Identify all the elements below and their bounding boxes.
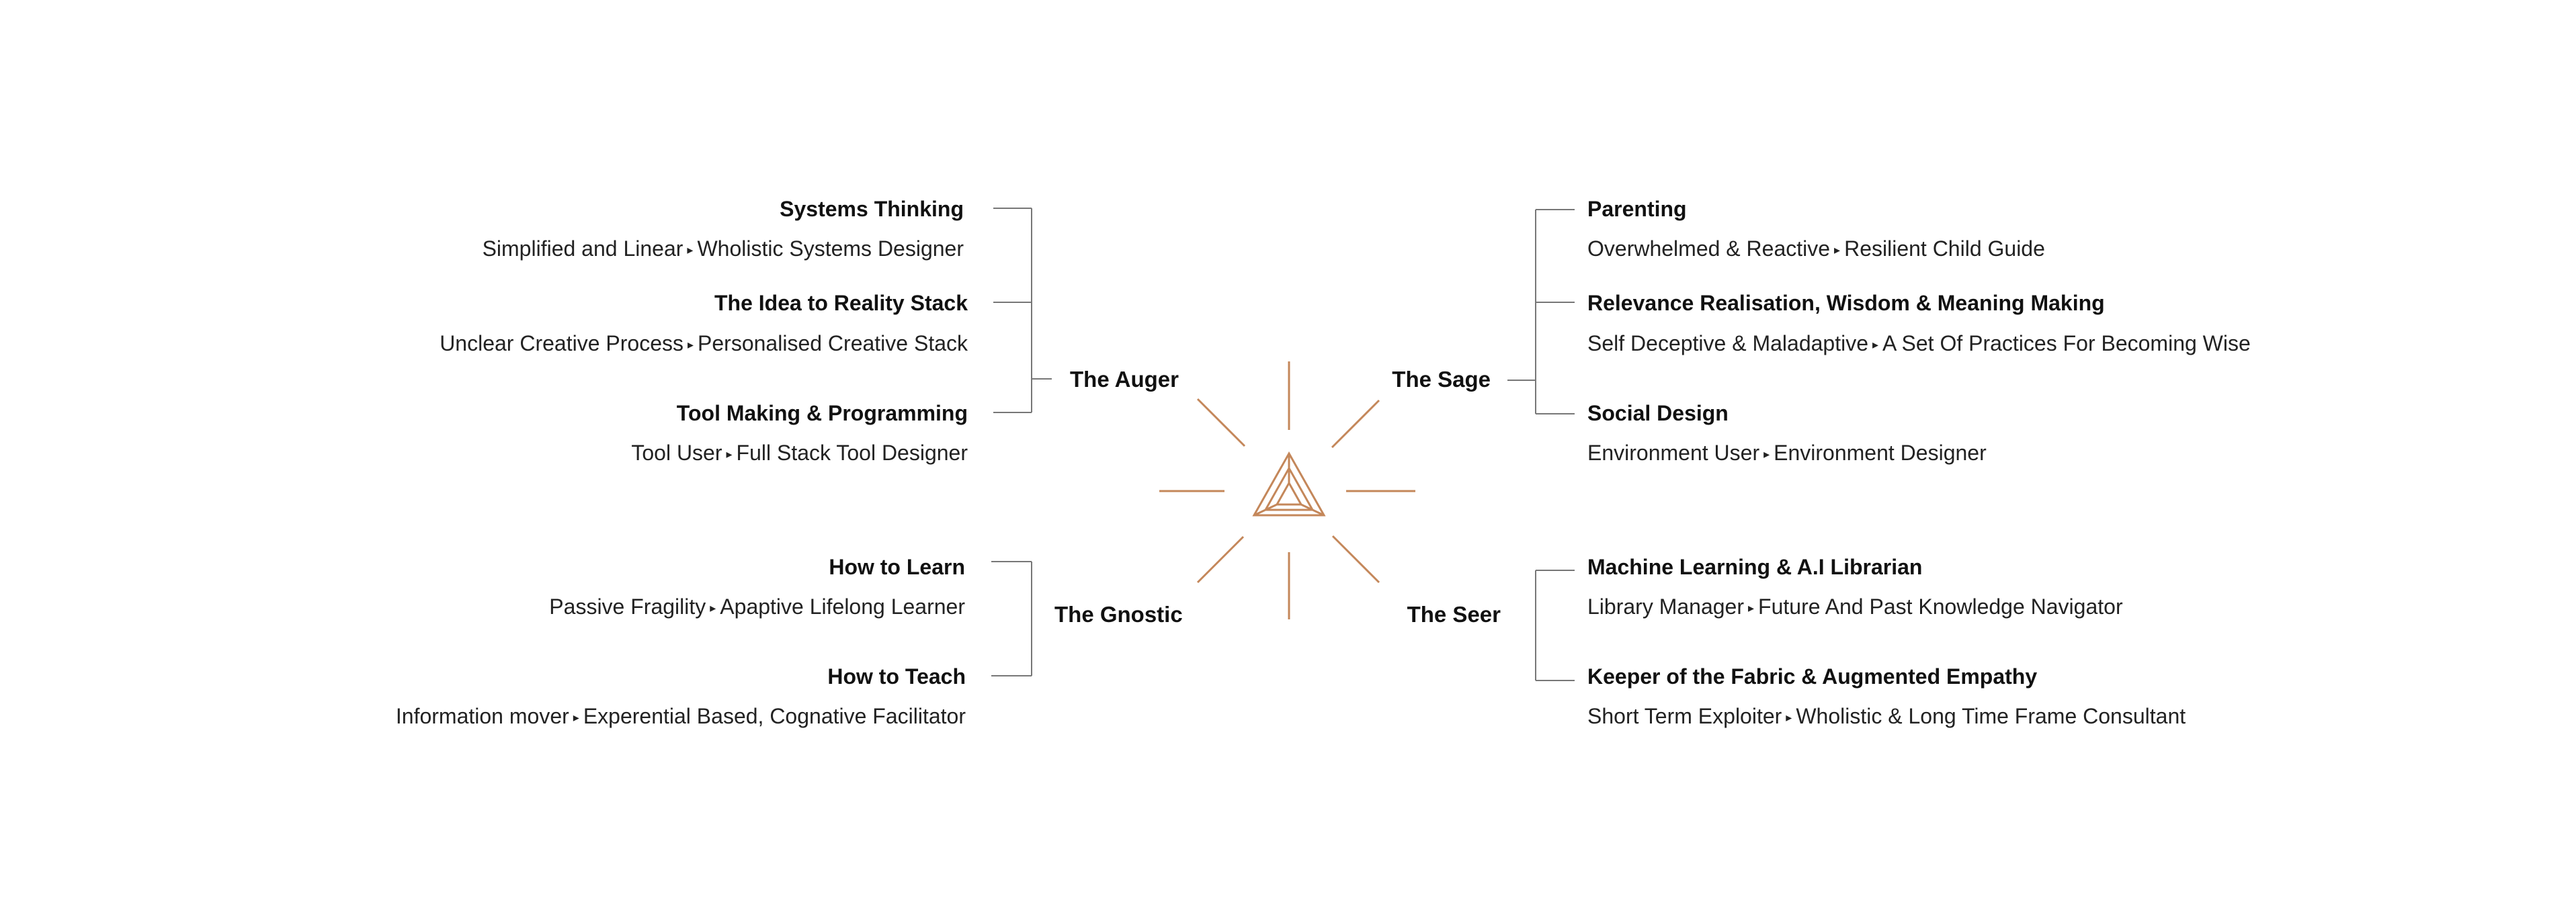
topic-title: Tool Making & Programming [676,401,968,425]
transition-to: Experential Based, Cognative Facilitator [583,704,966,728]
gnostic-bracket [991,561,1032,676]
topic-transition: Short Term Exploiter ▸ Wholistic & Long Ti… [1587,705,2186,727]
topic-title: How to Learn [829,555,965,579]
topic-transition: Information mover ▸ Experential Based, Cog… [396,705,966,727]
arrow-right-icon: ▸ [710,601,716,615]
arrow-right-icon: ▸ [1748,601,1755,615]
topic-transition: Passive Fragility ▸ Apaptive Lifelong Lear… [549,596,965,617]
hub-label-sage: The Sage [1392,367,1491,392]
transition-from: Simplified and Linear [482,236,683,261]
transition-from: Library Manager [1587,595,1744,619]
topic-transition: Library Manager ▸Future And Past Knowledg… [1587,596,2123,617]
topic-title: The Idea to Reality Stack [714,291,968,315]
sage-bracket [1507,209,1575,414]
transition-to: Future And Past Knowledge Navigator [1758,595,2123,619]
hub-label-gnostic: The Gnostic [1054,602,1183,627]
hub-label-seer: The Seer [1407,602,1501,627]
radiating-rays [1159,361,1415,619]
transition-from: Environment User [1587,441,1760,465]
arrow-right-icon: ▸ [1834,243,1841,257]
topic-transition: Tool User ▸Full Stack Tool Designer [631,442,968,464]
topic-title: Relevance Realisation, Wisdom & Meaning … [1587,291,2105,315]
transition-from: Passive Fragility [549,595,706,619]
transition-to: Environment Designer [1774,441,1987,465]
transition-from: Tool User [631,441,722,465]
transition-to: Wholistic Systems Designer [697,236,964,261]
transition-from: Self Deceptive & Maladaptive [1587,331,1868,355]
topic-title: Parenting [1587,197,1687,221]
impossible-triangle-icon [1252,451,1326,517]
transition-from: Overwhelmed & Reactive [1587,236,1831,261]
topic-title: Machine Learning & A.I Librarian [1587,555,1923,579]
topic-title: How to Teach [827,664,966,689]
topic-title: Systems Thinking [780,197,964,221]
topic-transition: Self Deceptive & Maladaptive ▸A Set Of Pr… [1587,333,2251,354]
arrow-right-icon: ▸ [1763,447,1770,461]
topic-transition: Simplified and Linear ▸Wholistic Systems … [483,238,964,259]
transition-to: Resilient Child Guide [1844,236,2045,261]
transition-to: Apaptive Lifelong Learner [720,595,965,619]
transition-to: Personalised Creative Stack [698,331,968,355]
topic-transition: Unclear Creative Process ▸ Personalised Cr… [440,333,968,354]
transition-from: Information mover [395,704,569,728]
topic-transition: Environment User▸ Environment Designer [1587,442,1987,464]
topic-title: Social Design [1587,401,1729,425]
auger-bracket [993,208,1052,413]
topic-transition: Overwhelmed & Reactive▸Resilient Child G… [1587,238,2045,259]
hub-label-auger: The Auger [1070,367,1179,392]
arrow-right-icon: ▸ [687,243,694,257]
arrow-right-icon: ▸ [726,447,733,461]
arrow-right-icon: ▸ [1872,338,1879,351]
arrow-right-icon: ▸ [573,711,579,724]
transition-to: A Set Of Practices For Becoming Wise [1882,331,2251,355]
transition-from: Short Term Exploiter [1587,704,1782,728]
arrow-right-icon: ▸ [687,338,694,351]
transition-to: Full Stack Tool Designer [736,441,968,465]
topic-title: Keeper of the Fabric & Augmented Empathy [1587,664,2038,689]
transition-to: Wholistic & Long Time Frame Consultant [1796,704,2186,728]
transition-from: Unclear Creative Process [440,331,683,355]
seer-bracket [1535,570,1575,681]
arrow-right-icon: ▸ [1786,711,1792,724]
